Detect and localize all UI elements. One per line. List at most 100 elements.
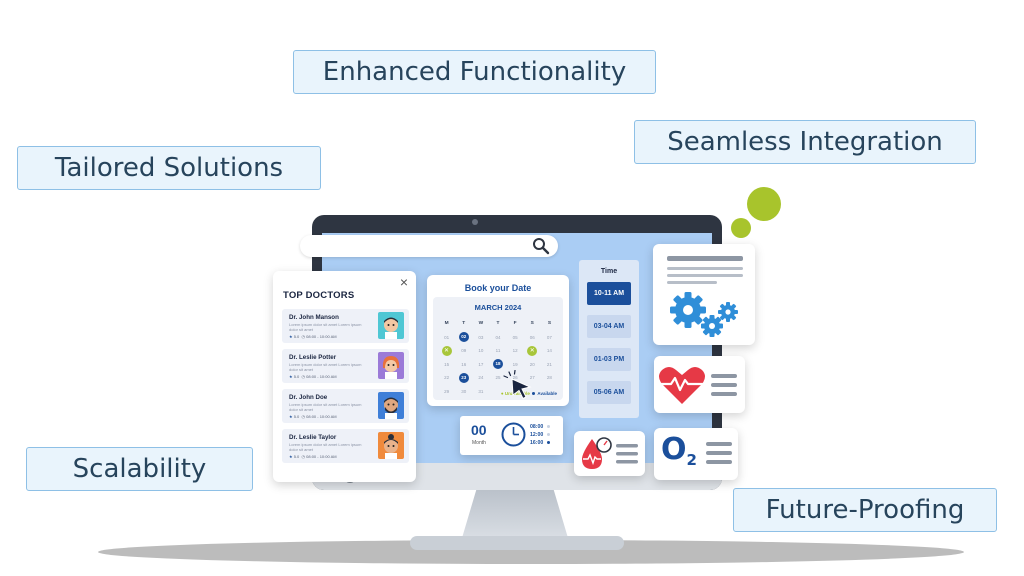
calendar-day-selected[interactable]: 02 bbox=[455, 331, 472, 345]
calendar-day-label: 23 bbox=[458, 372, 469, 383]
tag-scalability: Scalability bbox=[26, 447, 253, 491]
calendar-day[interactable]: 20 bbox=[529, 361, 535, 367]
oxygen-subscript: 2 bbox=[686, 451, 697, 469]
legend-available: Available bbox=[537, 391, 557, 396]
calendar-day[interactable]: 28 bbox=[546, 375, 552, 381]
timer-time: 12:00 bbox=[530, 432, 544, 438]
avatar bbox=[378, 392, 404, 419]
calendar-day[interactable]: 10 bbox=[478, 348, 484, 354]
calendar-day[interactable]: 27 bbox=[529, 375, 535, 381]
calendar-day[interactable]: 25 bbox=[495, 375, 501, 381]
heart-rate-icon bbox=[659, 367, 737, 404]
doctor-meta: ★ 5.0 ◷ 08:00 - 10:00 AM bbox=[289, 334, 337, 339]
calendar-day[interactable]: 14 bbox=[546, 348, 552, 354]
calendar-day[interactable]: 07 bbox=[546, 334, 552, 340]
calendar-title: Book your Date bbox=[464, 283, 532, 293]
weekday-label: F bbox=[513, 321, 517, 327]
weekday-label: S bbox=[530, 321, 534, 327]
close-icon[interactable]: × bbox=[399, 274, 408, 290]
oxygen-symbol: O bbox=[661, 432, 687, 467]
heart-rate-card[interactable] bbox=[654, 356, 745, 413]
doctor-rating: 5.0 bbox=[293, 334, 300, 339]
time-slot[interactable]: 05-06 AM bbox=[587, 381, 631, 404]
x-icon: ✕ bbox=[441, 345, 452, 356]
calendar-day-unavailable[interactable]: ✕ bbox=[524, 344, 541, 358]
calendar-day[interactable]: 01 bbox=[444, 334, 450, 340]
calendar-day[interactable]: 12 bbox=[512, 348, 518, 354]
calendar-day[interactable]: 24 bbox=[478, 375, 484, 381]
monitor-stand-neck bbox=[462, 488, 568, 538]
calendar-day[interactable]: 19 bbox=[512, 361, 518, 367]
star-icon: ★ bbox=[289, 374, 293, 379]
time-slot-selected[interactable]: 10-11 AM bbox=[587, 282, 631, 305]
camera-icon bbox=[472, 219, 478, 225]
time-slot[interactable]: 03-04 AM bbox=[587, 315, 631, 338]
calendar-day[interactable]: 15 bbox=[444, 361, 450, 367]
calendar-day-unavailable[interactable]: ✕ bbox=[438, 344, 455, 358]
doctor-rating: 5.0 bbox=[293, 414, 300, 419]
doctor-row[interactable]: Dr. John Doe Lorem ipsum dolor sit amet … bbox=[282, 389, 409, 423]
calendar-day[interactable]: 30 bbox=[461, 388, 467, 394]
doctor-hours: 08:00 - 10:00 AM bbox=[306, 414, 337, 419]
calendar-day[interactable]: 06 bbox=[529, 334, 535, 340]
doctor-name: Dr. John Doe bbox=[289, 394, 328, 401]
doctor-row[interactable]: Dr. Leslie Potter Lorem ipsum dolor sit … bbox=[282, 349, 409, 383]
star-icon: ★ bbox=[289, 334, 293, 339]
search-icon[interactable] bbox=[532, 237, 550, 260]
calendar-day[interactable]: 05 bbox=[512, 334, 518, 340]
calendar-day[interactable]: 09 bbox=[461, 348, 467, 354]
calendar-day[interactable]: 21 bbox=[546, 361, 552, 367]
calendar-day[interactable]: 17 bbox=[478, 361, 484, 367]
avatar bbox=[378, 432, 404, 459]
tag-enhanced-functionality: Enhanced Functionality bbox=[293, 50, 656, 94]
timer-dot bbox=[547, 433, 551, 436]
doctor-rating: 5.0 bbox=[293, 454, 300, 459]
clock-icon: ◷ bbox=[301, 334, 306, 339]
calendar-day[interactable]: 04 bbox=[495, 334, 501, 340]
legend-dot-unavailable: ● bbox=[500, 391, 504, 396]
oxygen-card[interactable]: O2 bbox=[654, 428, 738, 480]
search-bar[interactable] bbox=[300, 235, 558, 257]
calendar-grid: M T W T F S S 01 02 03 04 05 06 07 ✕ 09 … bbox=[438, 317, 558, 398]
clock-icon: ◷ bbox=[301, 374, 306, 379]
gear-document-icon bbox=[667, 256, 743, 337]
timer-times: 08:00 12:00 16:00 bbox=[530, 423, 551, 447]
clock-icon: ◷ bbox=[301, 454, 306, 459]
settings-document-card[interactable] bbox=[653, 244, 755, 345]
star-icon: ★ bbox=[289, 414, 293, 419]
doctor-description: Lorem ipsum dolor sit amet Lorem ipsum d… bbox=[289, 322, 362, 332]
weekday-label: W bbox=[478, 321, 484, 327]
tag-future-proofing: Future-Proofing bbox=[733, 488, 997, 532]
star-icon: ★ bbox=[289, 454, 293, 459]
calendar-day[interactable]: 16 bbox=[461, 361, 467, 367]
calendar-day[interactable]: 11 bbox=[495, 348, 501, 354]
doctor-hours: 08:00 - 10:00 AM bbox=[306, 454, 337, 459]
doctor-hours: 08:00 - 10:00 AM bbox=[306, 334, 337, 339]
calendar-day[interactable]: 22 bbox=[444, 375, 450, 381]
blood-pressure-card[interactable] bbox=[574, 431, 645, 476]
doctor-row[interactable]: Dr. Leslie Taylor Lorem ipsum dolor sit … bbox=[282, 429, 409, 463]
doctor-row[interactable]: Dr. John Manson Lorem ipsum dolor sit am… bbox=[282, 309, 409, 343]
calendar-day[interactable]: 29 bbox=[444, 388, 450, 394]
calendar-day-selected[interactable]: 18 bbox=[489, 358, 506, 372]
blood-drop-icon bbox=[582, 437, 638, 469]
weekday-label: S bbox=[547, 321, 552, 327]
timer-value: 00 bbox=[471, 422, 487, 438]
doctor-rating: 5.0 bbox=[293, 374, 300, 379]
timer-dot bbox=[547, 425, 551, 428]
decorative-bubble-small bbox=[731, 218, 751, 238]
timer-time: 08:00 bbox=[530, 424, 544, 430]
weekday-label: M bbox=[444, 321, 449, 327]
calendar-day-label: 02 bbox=[458, 332, 469, 343]
calendar-day[interactable]: 26 bbox=[512, 375, 518, 381]
weekday-label: T bbox=[462, 321, 466, 327]
time-slot[interactable]: 01-03 PM bbox=[587, 348, 631, 371]
calendar-day[interactable]: 31 bbox=[478, 388, 484, 394]
doctor-meta: ★ 5.0 ◷ 08:00 - 10:00 AM bbox=[289, 454, 337, 459]
calendar-day-selected[interactable]: 23 bbox=[455, 371, 472, 385]
calendar-month[interactable]: MARCH 2024 bbox=[474, 303, 522, 312]
doctor-meta: ★ 5.0 ◷ 08:00 - 10:00 AM bbox=[289, 374, 337, 379]
doctor-name: Dr. John Manson bbox=[289, 314, 339, 321]
calendar-day[interactable]: 03 bbox=[478, 334, 484, 340]
booking-calendar: Book your Date MARCH 2024 M T W T F S S … bbox=[427, 275, 569, 406]
